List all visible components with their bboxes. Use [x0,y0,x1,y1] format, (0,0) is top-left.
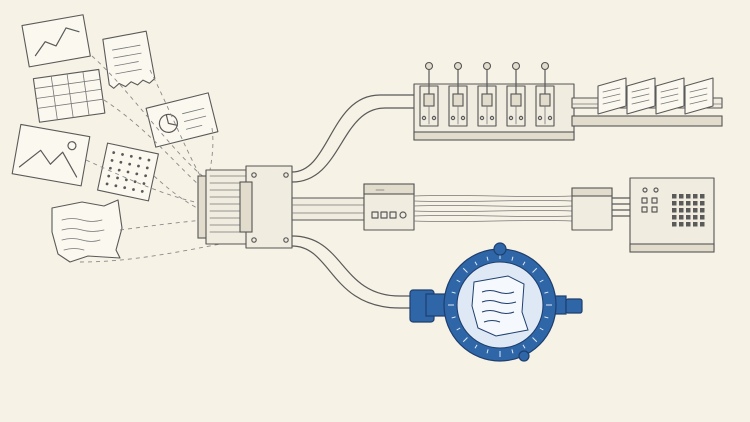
pie-chart-doc-icon [145,92,219,148]
switch-bank [413,61,575,141]
middle-branch-pipe [291,197,365,221]
image-doc-icon [11,123,91,187]
output-card [597,77,627,115]
magnifying-gauge [409,242,583,362]
middle-connector-box [571,187,631,231]
documents-cluster [11,14,219,263]
output-cards [597,77,714,115]
magnified-document [471,275,529,337]
dot-grid-doc-icon [97,142,159,202]
toggle-switch [448,61,468,127]
output-card [655,77,685,115]
toggle-switch [506,61,526,127]
toggle-switch [477,61,497,127]
spreadsheet-doc-icon [32,68,106,123]
input-hopper [197,165,293,249]
output-card [684,77,714,115]
keypad-device [629,177,715,253]
line-chart-doc-icon [21,14,91,68]
middle-junction-box [363,183,415,231]
bottom-branch-pipe [291,235,413,309]
top-branch-pipe [291,94,421,183]
output-card [626,77,656,115]
toggle-switch [419,61,439,127]
crumpled-note-doc-icon [51,199,123,263]
receipt-doc-icon [102,30,156,89]
toggle-switch [535,61,555,127]
cable-bundle [413,195,573,222]
